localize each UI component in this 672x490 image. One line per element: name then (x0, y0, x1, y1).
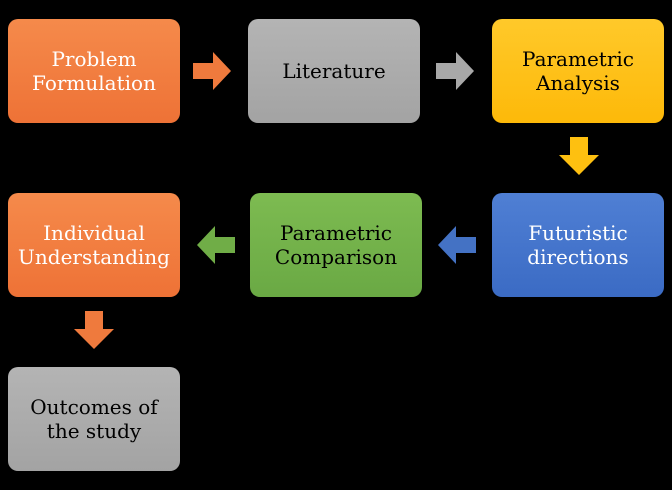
node-label: Literature (282, 59, 386, 83)
node-label: Parametric Analysis (522, 47, 634, 95)
node-futuristic-directions: Futuristic directions (492, 193, 664, 297)
node-parametric-analysis: Parametric Analysis (492, 19, 664, 123)
node-parametric-comparison: Parametric Comparison (250, 193, 422, 297)
node-label: Futuristic directions (527, 221, 629, 269)
arrow-left-icon (197, 226, 235, 264)
node-individual-understanding: Individual Understanding (8, 193, 180, 297)
arrow-down-icon (74, 311, 114, 349)
node-literature: Literature (248, 19, 420, 123)
arrow-left-icon (438, 226, 476, 264)
node-label: Parametric Comparison (274, 221, 398, 269)
node-label: Outcomes of the study (30, 395, 158, 443)
node-label: Problem Formulation (32, 47, 156, 95)
node-outcomes-of-the-study: Outcomes of the study (8, 367, 180, 471)
node-problem-formulation: Problem Formulation (8, 19, 180, 123)
arrow-right-icon (436, 52, 474, 90)
arrow-down-icon (559, 137, 599, 175)
node-label: Individual Understanding (18, 221, 170, 269)
arrow-right-icon (193, 52, 231, 90)
